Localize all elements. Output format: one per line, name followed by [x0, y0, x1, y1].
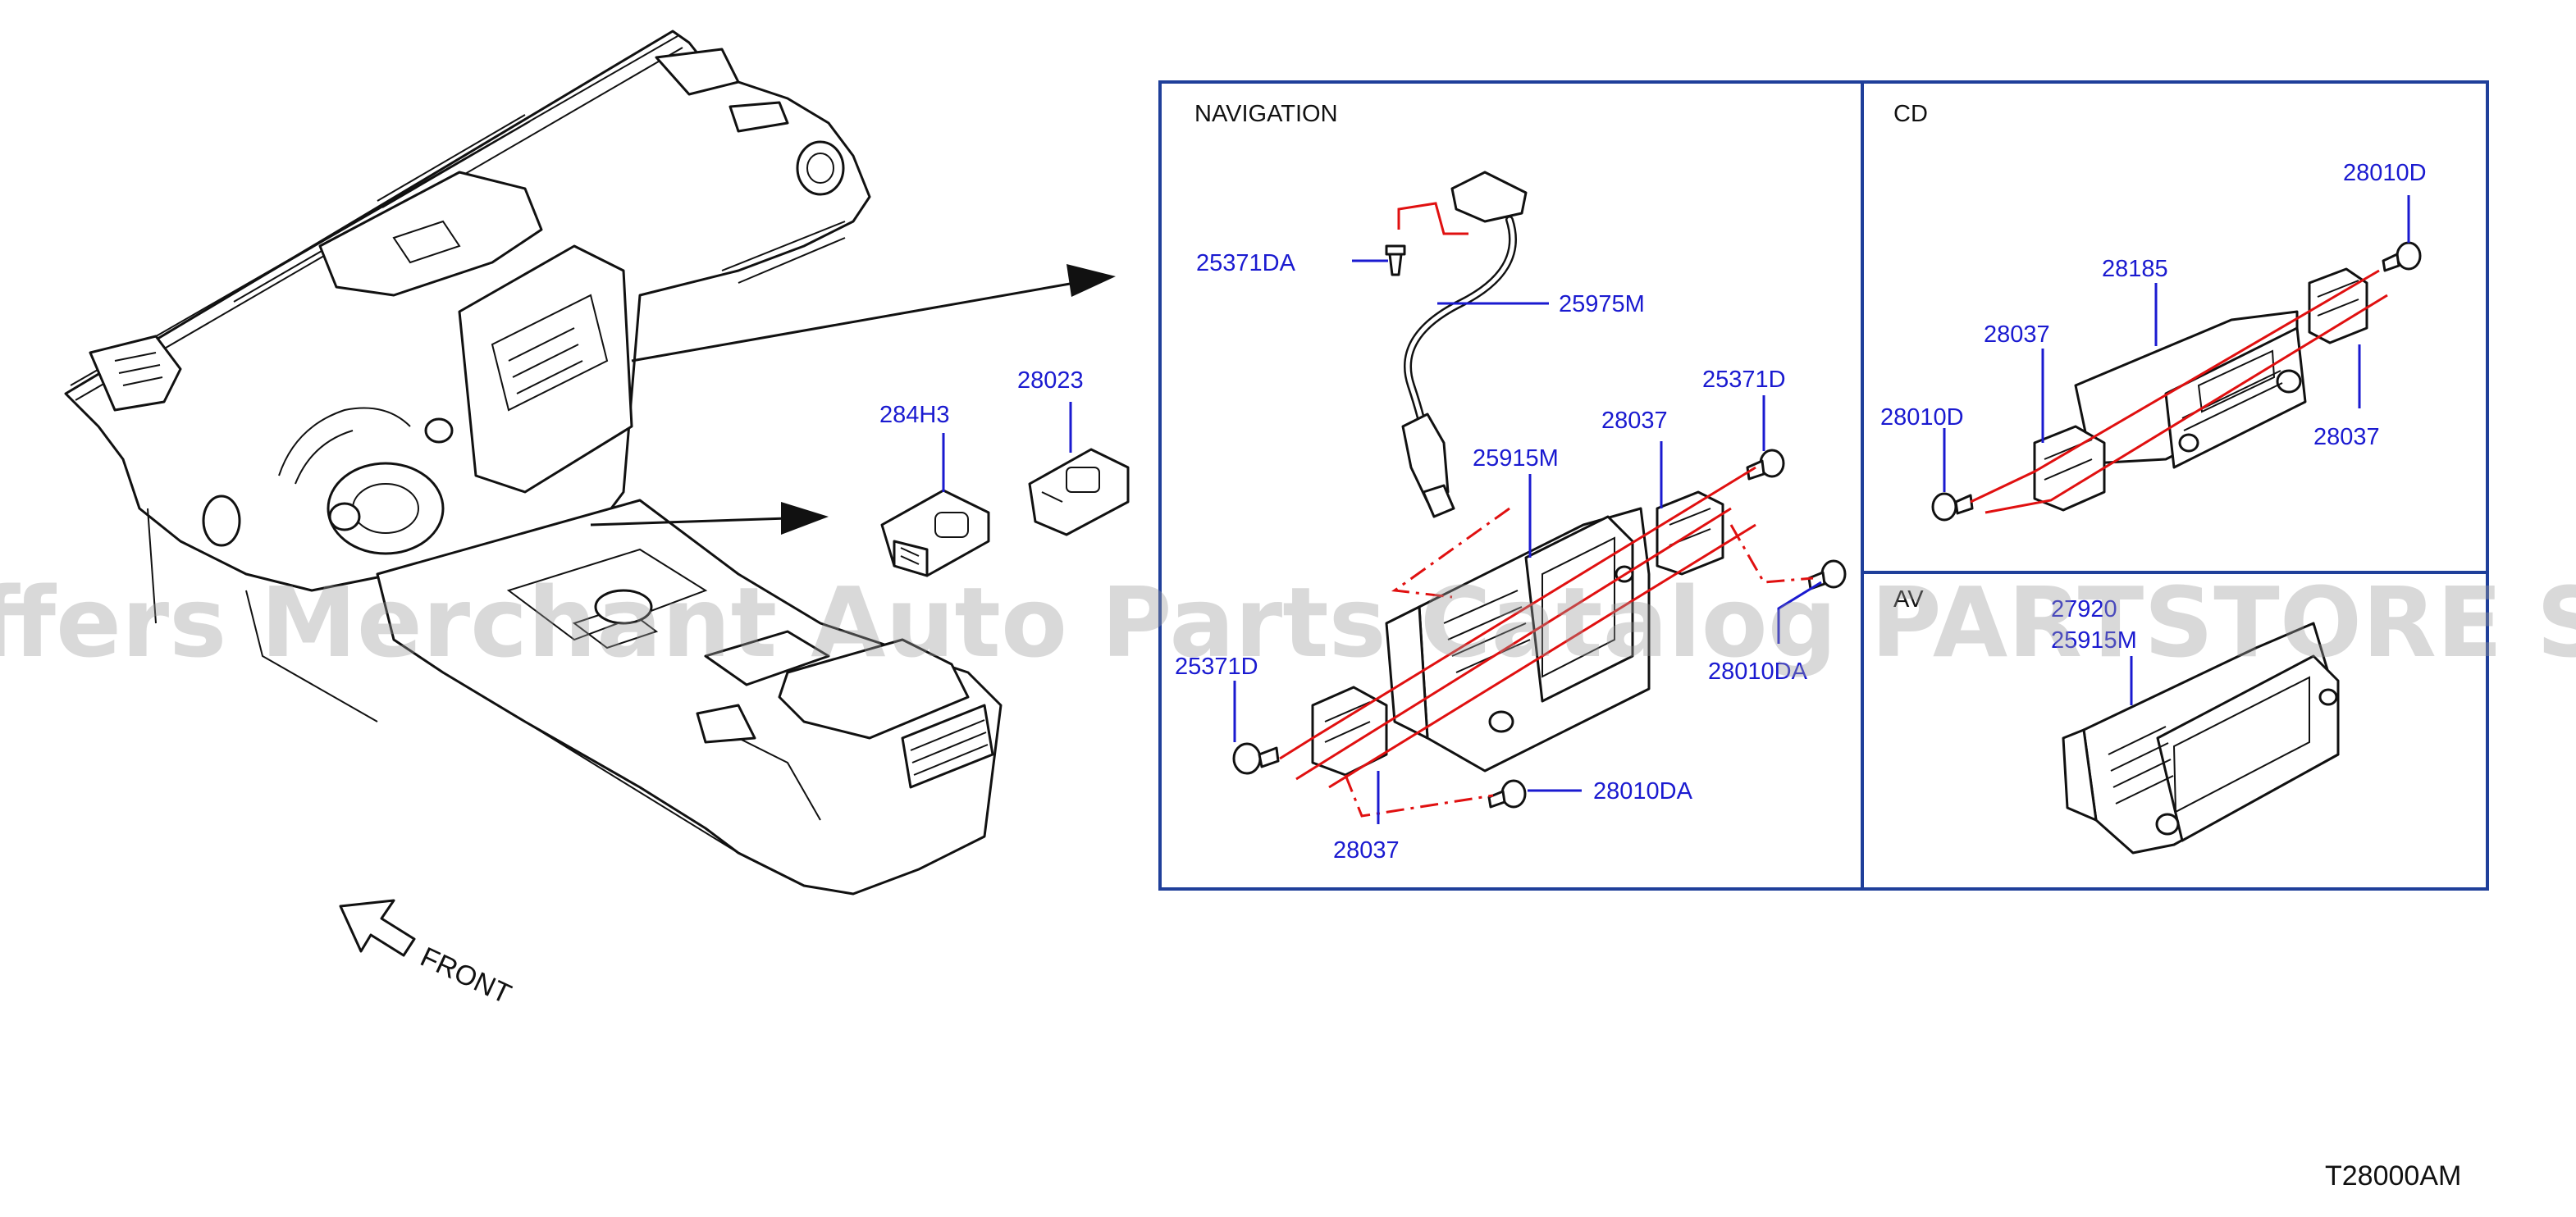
diagram-code: T28000AM — [2325, 1160, 2461, 1192]
label-28037-cd-left: 28037 — [1984, 321, 2050, 348]
label-28037-cd-right: 28037 — [2313, 424, 2380, 450]
front-direction-arrow: FRONT — [339, 899, 516, 1010]
section-title-cd: CD — [1893, 101, 1928, 127]
av-assembly-drawing — [2062, 622, 2340, 855]
label-25371DA: 25371DA — [1196, 250, 1296, 276]
watermark-text: Offers Merchant Auto Parts Catalog PARTS… — [0, 566, 2576, 679]
label-28010D-cd-upper: 28010D — [2343, 160, 2427, 186]
label-28037-nav-upper: 28037 — [1601, 408, 1668, 434]
switch-28023: 28023 — [1017, 367, 1130, 536]
label-28010DA-lower: 28010DA — [1593, 778, 1693, 804]
navigation-assembly-drawing — [1232, 171, 1847, 818]
av-callouts: 27920 25915M — [2051, 596, 2137, 705]
label-25371D-upper: 25371D — [1702, 367, 1786, 393]
front-label: FRONT — [416, 941, 516, 1010]
label-25371D-left: 25371D — [1175, 654, 1258, 680]
label-25975M: 25975M — [1559, 291, 1645, 317]
label-25915: 25915M — [2051, 627, 2137, 654]
cd-assembly-drawing — [1931, 241, 2422, 522]
switch-284H3: 284H3 — [879, 402, 990, 577]
navigation-callouts: 25371DA 25975M 25915M 28037 25371D 28010… — [1175, 250, 1822, 864]
label-28185: 28185 — [2102, 256, 2168, 282]
label-27920: 27920 — [2051, 596, 2117, 622]
label-28037-nav-lower: 28037 — [1333, 837, 1400, 864]
section-title-av: AV — [1893, 586, 1924, 613]
label-28023: 28023 — [1017, 367, 1084, 394]
detail-frames — [1158, 80, 2489, 891]
pointer-arrows — [590, 264, 1116, 535]
label-25915M: 25915M — [1473, 445, 1559, 472]
section-title-navigation: NAVIGATION — [1194, 101, 1338, 127]
label-28010DA-right: 28010DA — [1708, 659, 1808, 685]
dashboard-assembly-drawing — [64, 30, 1003, 896]
label-28010D-cd-left: 28010D — [1880, 404, 1964, 431]
cd-callouts: 28010D 28185 28037 28010D 28037 — [1880, 160, 2427, 492]
label-284H3: 284H3 — [879, 402, 949, 428]
